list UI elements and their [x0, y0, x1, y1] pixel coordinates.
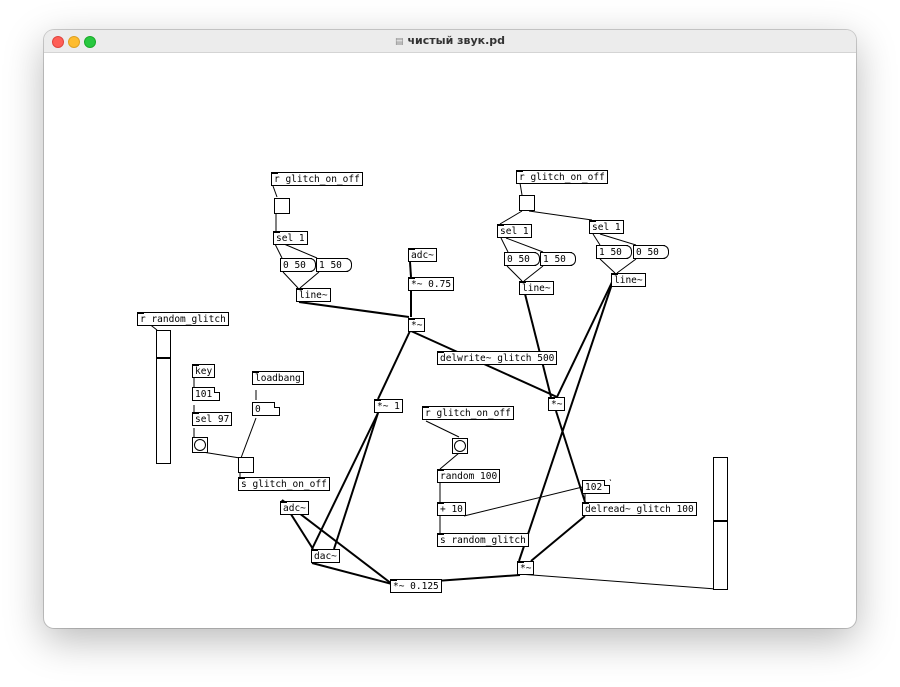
- number-box-key[interactable]: 101: [192, 387, 220, 401]
- adc-top[interactable]: adc~: [408, 248, 437, 262]
- multiply-bottom-right[interactable]: *~: [517, 561, 535, 575]
- plus-10[interactable]: + 10: [437, 502, 466, 516]
- dac-output[interactable]: dac~: [311, 549, 340, 563]
- window-title-text: чистый звук.pd: [407, 34, 506, 47]
- multiply-0-75[interactable]: *~ 0.75: [408, 277, 455, 291]
- slider-knob-right: [714, 520, 727, 522]
- adc-bottom[interactable]: adc~: [280, 501, 309, 515]
- multiply-1[interactable]: *~ 1: [374, 399, 403, 413]
- vertical-slider-left[interactable]: [156, 330, 171, 464]
- send-glitch-on-off[interactable]: s glitch_on_off: [238, 477, 330, 491]
- close-button[interactable]: [52, 36, 64, 48]
- glitch-toggle-left[interactable]: [274, 198, 290, 214]
- window-title: ▤чистый звук.pd: [44, 34, 856, 47]
- line-left[interactable]: line~: [296, 288, 331, 302]
- receive-glitch-on-off-mid[interactable]: r glitch_on_off: [422, 406, 514, 420]
- pd-patch-window: ▤чистый звук.pd: [44, 30, 856, 628]
- glitch-toggle-bottom[interactable]: [238, 457, 254, 473]
- receive-random-glitch[interactable]: r random_glitch: [137, 312, 229, 326]
- key-object[interactable]: key: [192, 364, 216, 378]
- delwrite-glitch[interactable]: delwrite~ glitch 500: [437, 351, 558, 365]
- number-box-delay[interactable]: 102: [582, 480, 610, 494]
- sel-97[interactable]: sel 97: [192, 412, 233, 426]
- bang-button[interactable]: [192, 437, 208, 453]
- message-1-50-right-b[interactable]: 1 50: [596, 245, 632, 259]
- patch-cords: [138, 182, 717, 590]
- multiply-center[interactable]: *~: [408, 318, 426, 332]
- sel-1-left[interactable]: sel 1: [273, 231, 308, 245]
- message-0-50-left[interactable]: 0 50: [280, 258, 316, 272]
- message-0-50-right-a[interactable]: 0 50: [504, 252, 540, 266]
- document-icon: ▤: [394, 37, 404, 47]
- receive-glitch-on-off-right[interactable]: r glitch_on_off: [516, 170, 608, 184]
- sel-1-right-a[interactable]: sel 1: [497, 224, 532, 238]
- loadbang-object[interactable]: loadbang: [252, 371, 304, 385]
- number-box-loadbang[interactable]: 0: [252, 402, 280, 416]
- message-0-50-right-b[interactable]: 0 50: [633, 245, 669, 259]
- multiply-0-125[interactable]: *~ 0.125: [390, 579, 442, 593]
- minimize-button[interactable]: [68, 36, 80, 48]
- send-random-glitch[interactable]: s random_glitch: [437, 533, 529, 547]
- patch-canvas[interactable]: r glitch_on_off sel 1 0 50 1 50 line~ r …: [44, 53, 856, 628]
- receive-glitch-on-off-left[interactable]: r glitch_on_off: [271, 172, 363, 186]
- maximize-button[interactable]: [84, 36, 96, 48]
- vertical-slider-right[interactable]: [713, 457, 728, 590]
- random-100[interactable]: random 100: [437, 469, 501, 483]
- message-1-50-left[interactable]: 1 50: [316, 258, 352, 272]
- multiply-right[interactable]: *~: [548, 397, 566, 411]
- slider-knob-left: [157, 357, 170, 359]
- title-bar: ▤чистый звук.pd: [44, 30, 856, 53]
- line-right-b[interactable]: line~: [611, 273, 646, 287]
- line-right-a[interactable]: line~: [519, 281, 554, 295]
- delread-glitch[interactable]: delread~ glitch 100: [582, 502, 697, 516]
- glitch-toggle-right[interactable]: [519, 195, 535, 211]
- message-1-50-right-a[interactable]: 1 50: [540, 252, 576, 266]
- bang-random[interactable]: [452, 438, 468, 454]
- sel-1-right-b[interactable]: sel 1: [589, 220, 624, 234]
